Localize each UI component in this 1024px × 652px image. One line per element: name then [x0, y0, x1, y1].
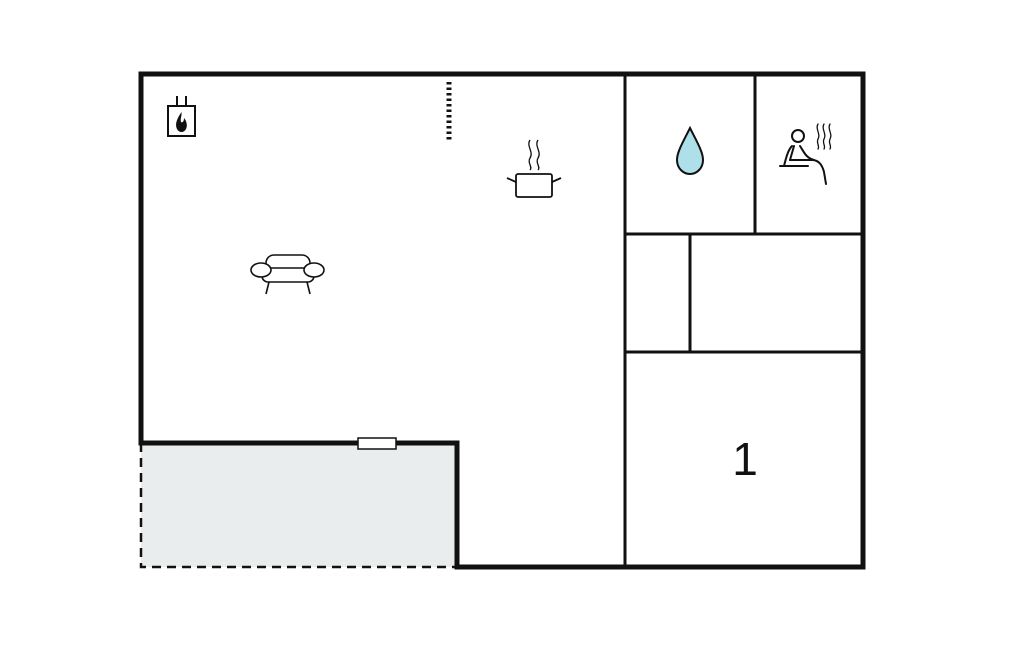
bedroom-number-label: 1 [732, 433, 758, 485]
terrace-dashed-border [139, 443, 457, 569]
terrace [139, 443, 457, 569]
water-drop-icon [675, 125, 705, 176]
cooking-pot-icon [506, 139, 562, 198]
interior-walls [623, 74, 863, 567]
sofa-icon [250, 254, 325, 295]
outer-wall [138, 71, 866, 570]
window-icon [357, 437, 397, 450]
terrace-area [141, 443, 457, 567]
sauna-icon [779, 123, 832, 185]
fireplace-icon [167, 96, 196, 137]
